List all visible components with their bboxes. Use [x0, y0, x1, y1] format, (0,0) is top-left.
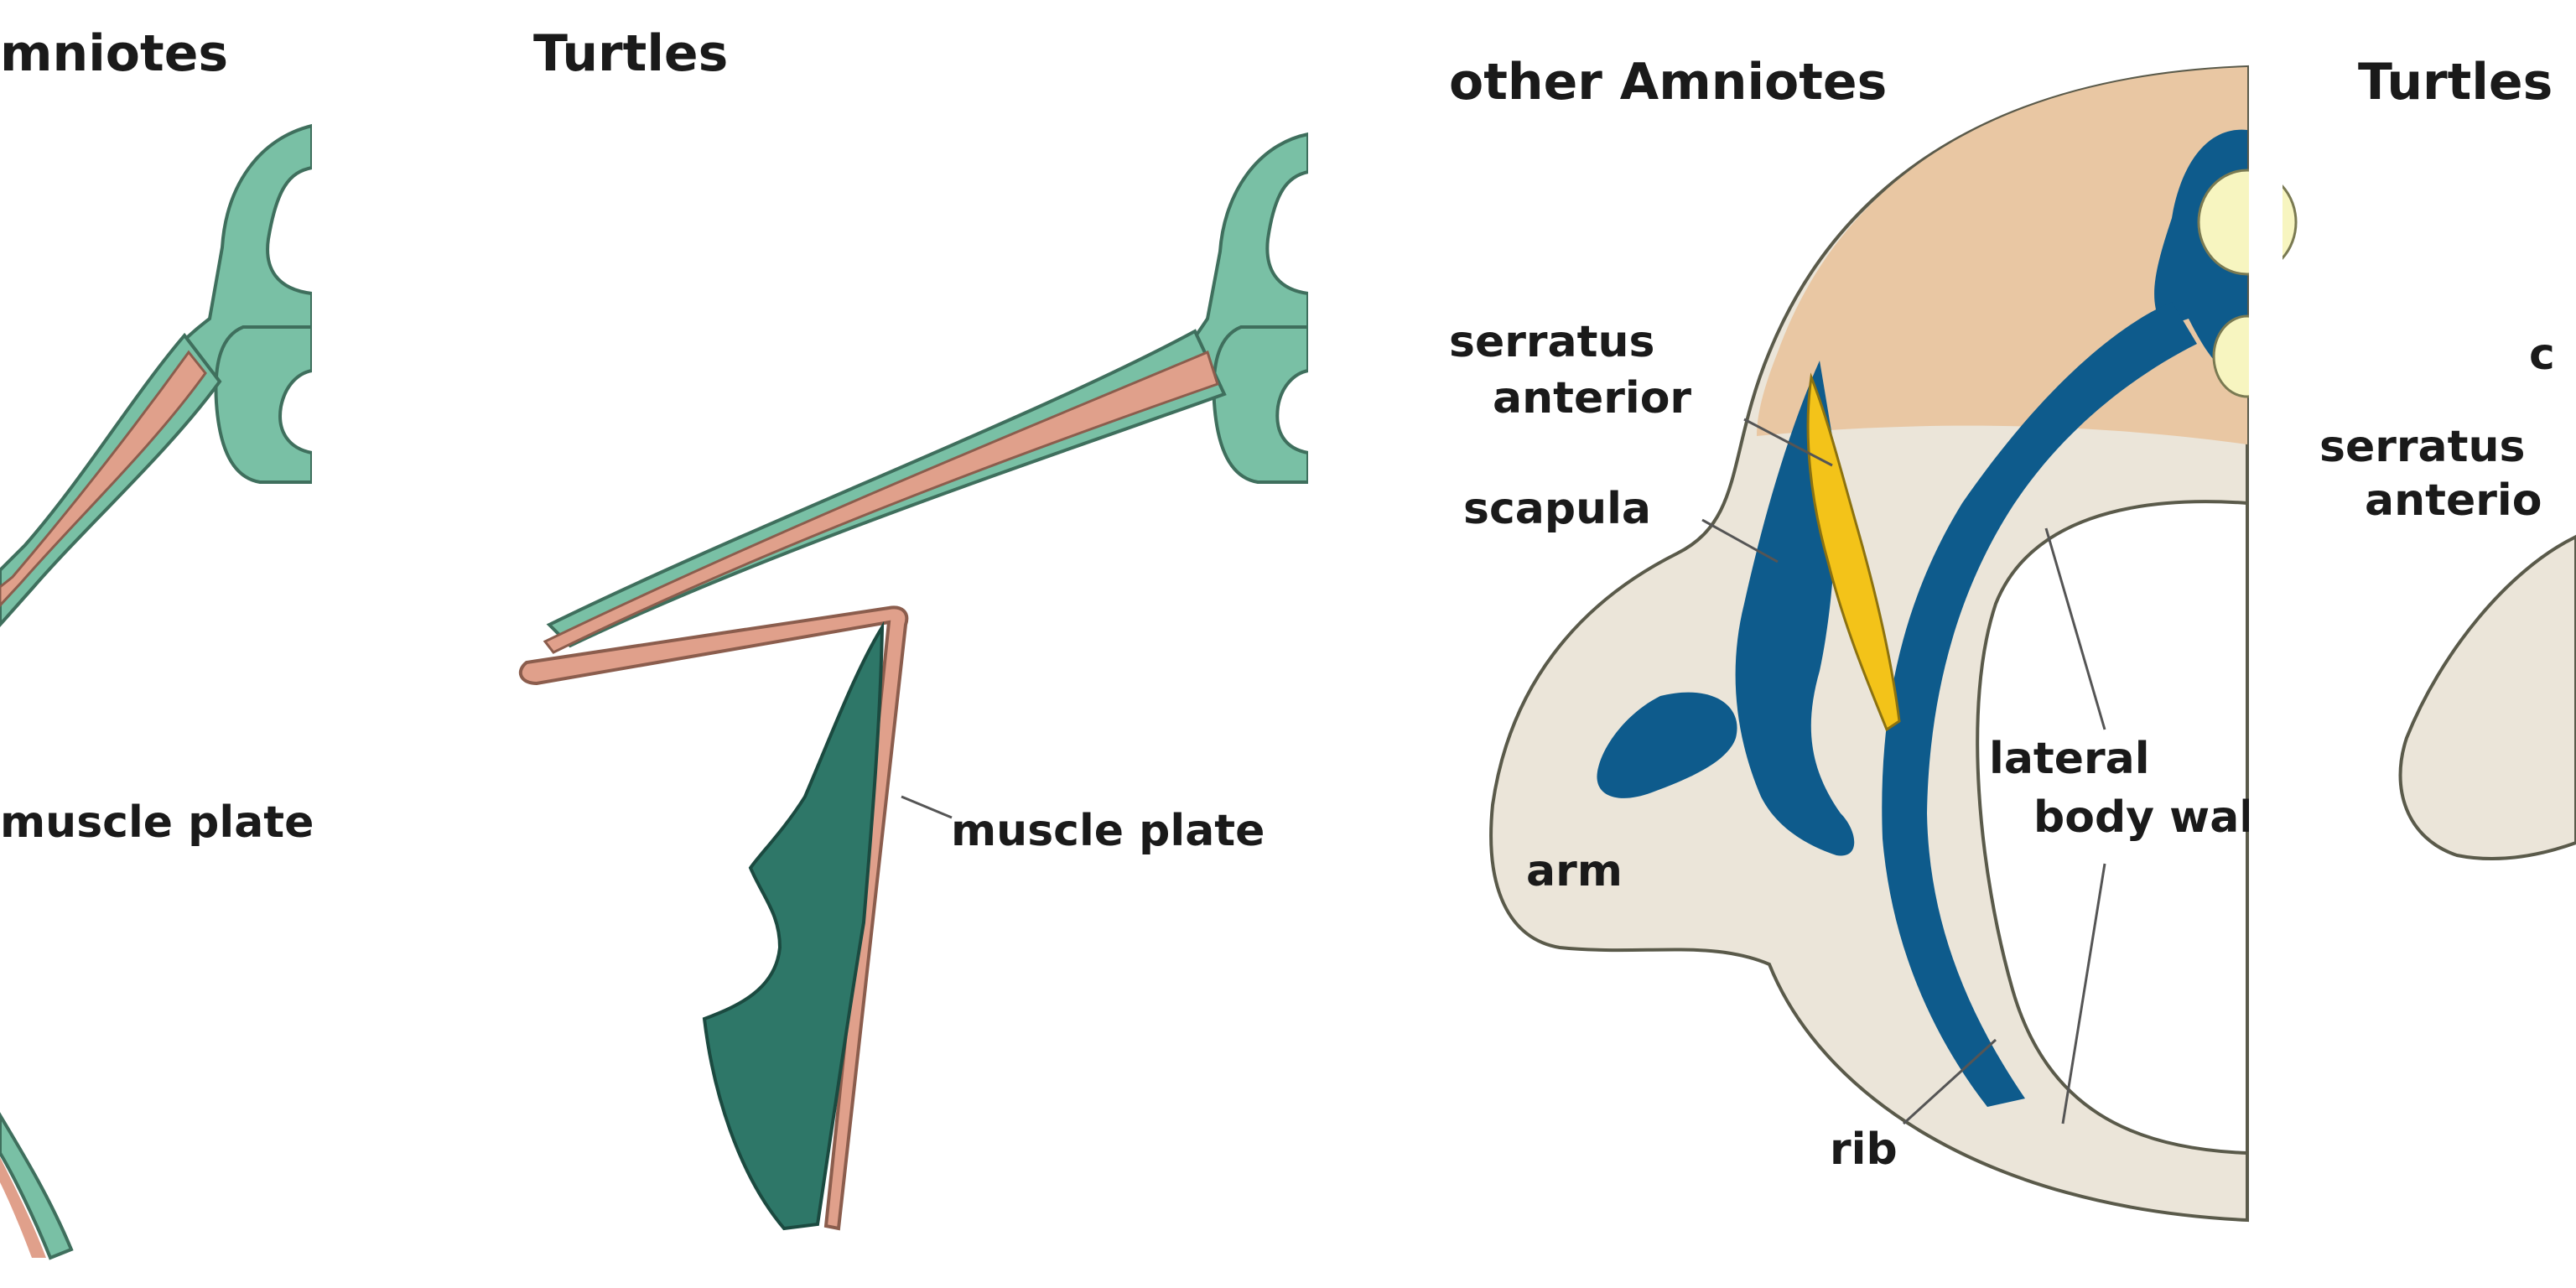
- panel-divider: [312, 109, 345, 1288]
- muscle-plate-fold: [518, 605, 909, 1231]
- serratus-anterior-label-line1: serratus: [1449, 317, 1654, 367]
- muscle-plate: [543, 350, 1219, 654]
- lateral-body-wall-label-line1: lateral: [1989, 734, 2150, 784]
- muscle-plate-label: muscle plate: [951, 806, 1265, 856]
- panel-title: Turtles: [2358, 53, 2553, 112]
- panel-title: Turtles: [533, 24, 728, 83]
- panel-amniotes-section: other Amniotes serratus anterior scapula…: [1449, 53, 2298, 1223]
- body-cavity: [1976, 500, 2249, 1156]
- panel-turtles-embryo: Turtles muscle plate: [518, 24, 1310, 1231]
- rib: [1882, 302, 2197, 1107]
- panel-divider: [1308, 109, 1350, 1031]
- rib-label: rib: [1830, 1124, 1898, 1175]
- muscle-plate: [0, 350, 207, 608]
- arm-label: arm: [1526, 846, 1623, 896]
- serratus-anterior-label-line1: serratus: [2319, 422, 2525, 472]
- vertebral-body: [214, 325, 314, 484]
- muscle-mass: [702, 621, 885, 1231]
- leader-line: [2044, 527, 2106, 730]
- lateral-body-wall-label-line2: body wall: [2033, 792, 2269, 843]
- serratus-anterior-label-line2: anterior: [1493, 373, 1691, 423]
- scapula-label: scapula: [1463, 484, 1651, 534]
- muscle-plate-lower-inner: [0, 1157, 46, 1258]
- leader-line: [2061, 863, 2106, 1124]
- panel-title: other Amniotes: [1449, 53, 1887, 112]
- panel-title: mniotes: [0, 24, 228, 83]
- body-outline: [2398, 534, 2576, 860]
- leader-line: [1743, 418, 1833, 467]
- vertebral-body: [1212, 325, 1310, 484]
- humerus: [1597, 692, 1737, 798]
- leader-line: [1902, 1038, 1997, 1125]
- panel-divider: [2249, 109, 2283, 1288]
- muscle-plate-lower: [0, 1112, 74, 1260]
- carapace-label: c: [2529, 330, 2555, 380]
- serratus-anterior-label-line2: anterio: [2365, 475, 2542, 526]
- leader-line: [1701, 518, 1779, 564]
- muscle-plate-label: muscle plate: [0, 797, 314, 848]
- panel-amniotes-embryo: mniotes muscle plate: [0, 24, 314, 1260]
- panel-turtles-section: Turtles c serratus anterio: [2319, 53, 2576, 860]
- leader-line: [901, 795, 953, 819]
